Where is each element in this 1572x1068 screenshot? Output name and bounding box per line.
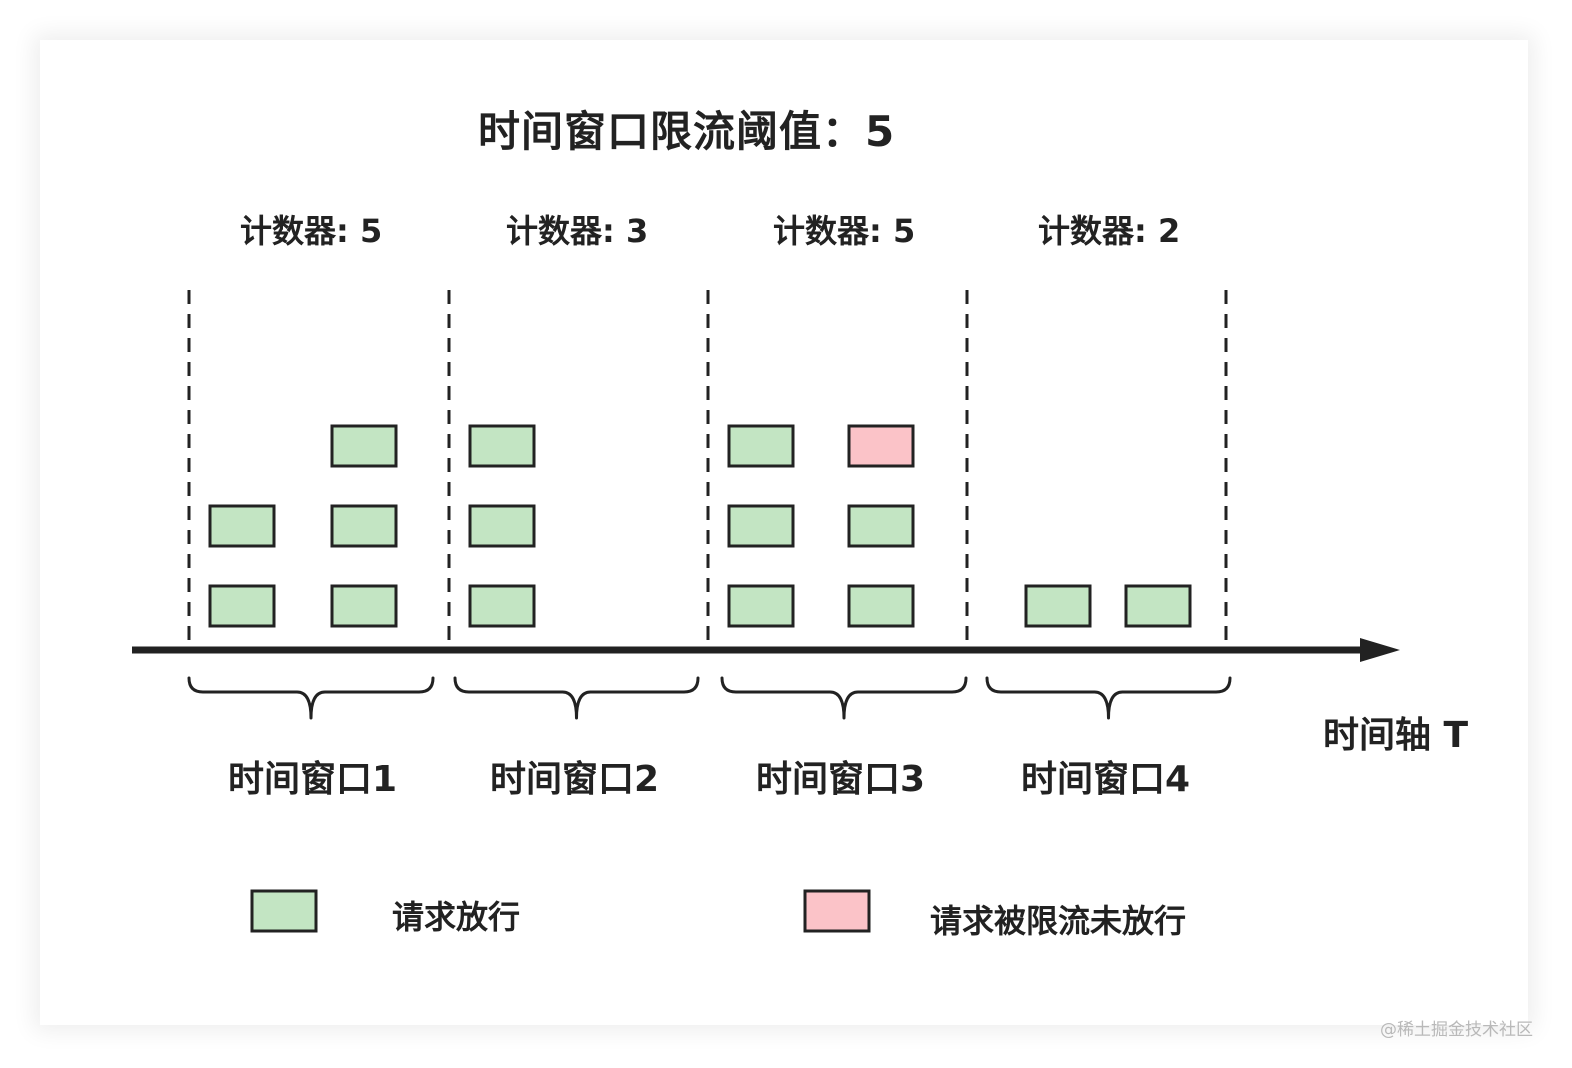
request-passed-box-w2-1 bbox=[468, 584, 536, 628]
request-passed-box-w1-4 bbox=[330, 504, 398, 548]
legend-passed-swatch bbox=[250, 889, 318, 933]
counter-label-window-1: 计数器: 5 bbox=[240, 212, 383, 250]
counter-label-window-4: 计数器: 2 bbox=[1038, 212, 1181, 250]
window-brace-2 bbox=[453, 676, 700, 720]
request-passed-box-w3-1 bbox=[727, 584, 795, 628]
window-brace-3 bbox=[720, 676, 968, 720]
window-label-3: 时间窗口3 bbox=[756, 759, 926, 800]
window-label-4: 时间窗口4 bbox=[1021, 759, 1191, 800]
window-brace-4 bbox=[985, 676, 1232, 720]
request-passed-box-w3-5 bbox=[847, 504, 915, 548]
request-passed-box-w4-2 bbox=[1124, 584, 1192, 628]
window-label-2: 时间窗口2 bbox=[490, 759, 660, 800]
request-passed-box-w2-3 bbox=[468, 424, 536, 468]
request-passed-box-w3-2 bbox=[727, 504, 795, 548]
counter-label-window-3: 计数器: 5 bbox=[773, 212, 916, 250]
request-limited-box-w3-1 bbox=[847, 424, 915, 468]
request-passed-box-w1-5 bbox=[330, 424, 398, 468]
legend-limited-swatch bbox=[803, 889, 871, 933]
request-passed-box-w3-3 bbox=[727, 424, 795, 468]
request-passed-box-w1-3 bbox=[330, 584, 398, 628]
watermark: @稀土掘金技术社区 bbox=[1380, 1020, 1533, 1040]
request-passed-box-w3-4 bbox=[847, 584, 915, 628]
counter-label-window-2: 计数器: 3 bbox=[506, 212, 649, 250]
legend-limited-label: 请求被限流未放行 bbox=[930, 902, 1187, 940]
request-passed-box-w1-2 bbox=[208, 504, 276, 548]
request-passed-box-w2-2 bbox=[468, 504, 536, 548]
legend-passed-label: 请求放行 bbox=[392, 898, 521, 936]
time-axis-label: 时间轴 T bbox=[1323, 715, 1469, 756]
request-passed-box-w1-1 bbox=[208, 584, 276, 628]
request-passed-box-w4-1 bbox=[1024, 584, 1092, 628]
window-brace-1 bbox=[187, 676, 435, 720]
diagram-title: 时间窗口限流阈值：5 bbox=[478, 107, 896, 156]
time-axis-arrow-icon bbox=[1360, 638, 1400, 662]
window-label-1: 时间窗口1 bbox=[228, 759, 398, 800]
